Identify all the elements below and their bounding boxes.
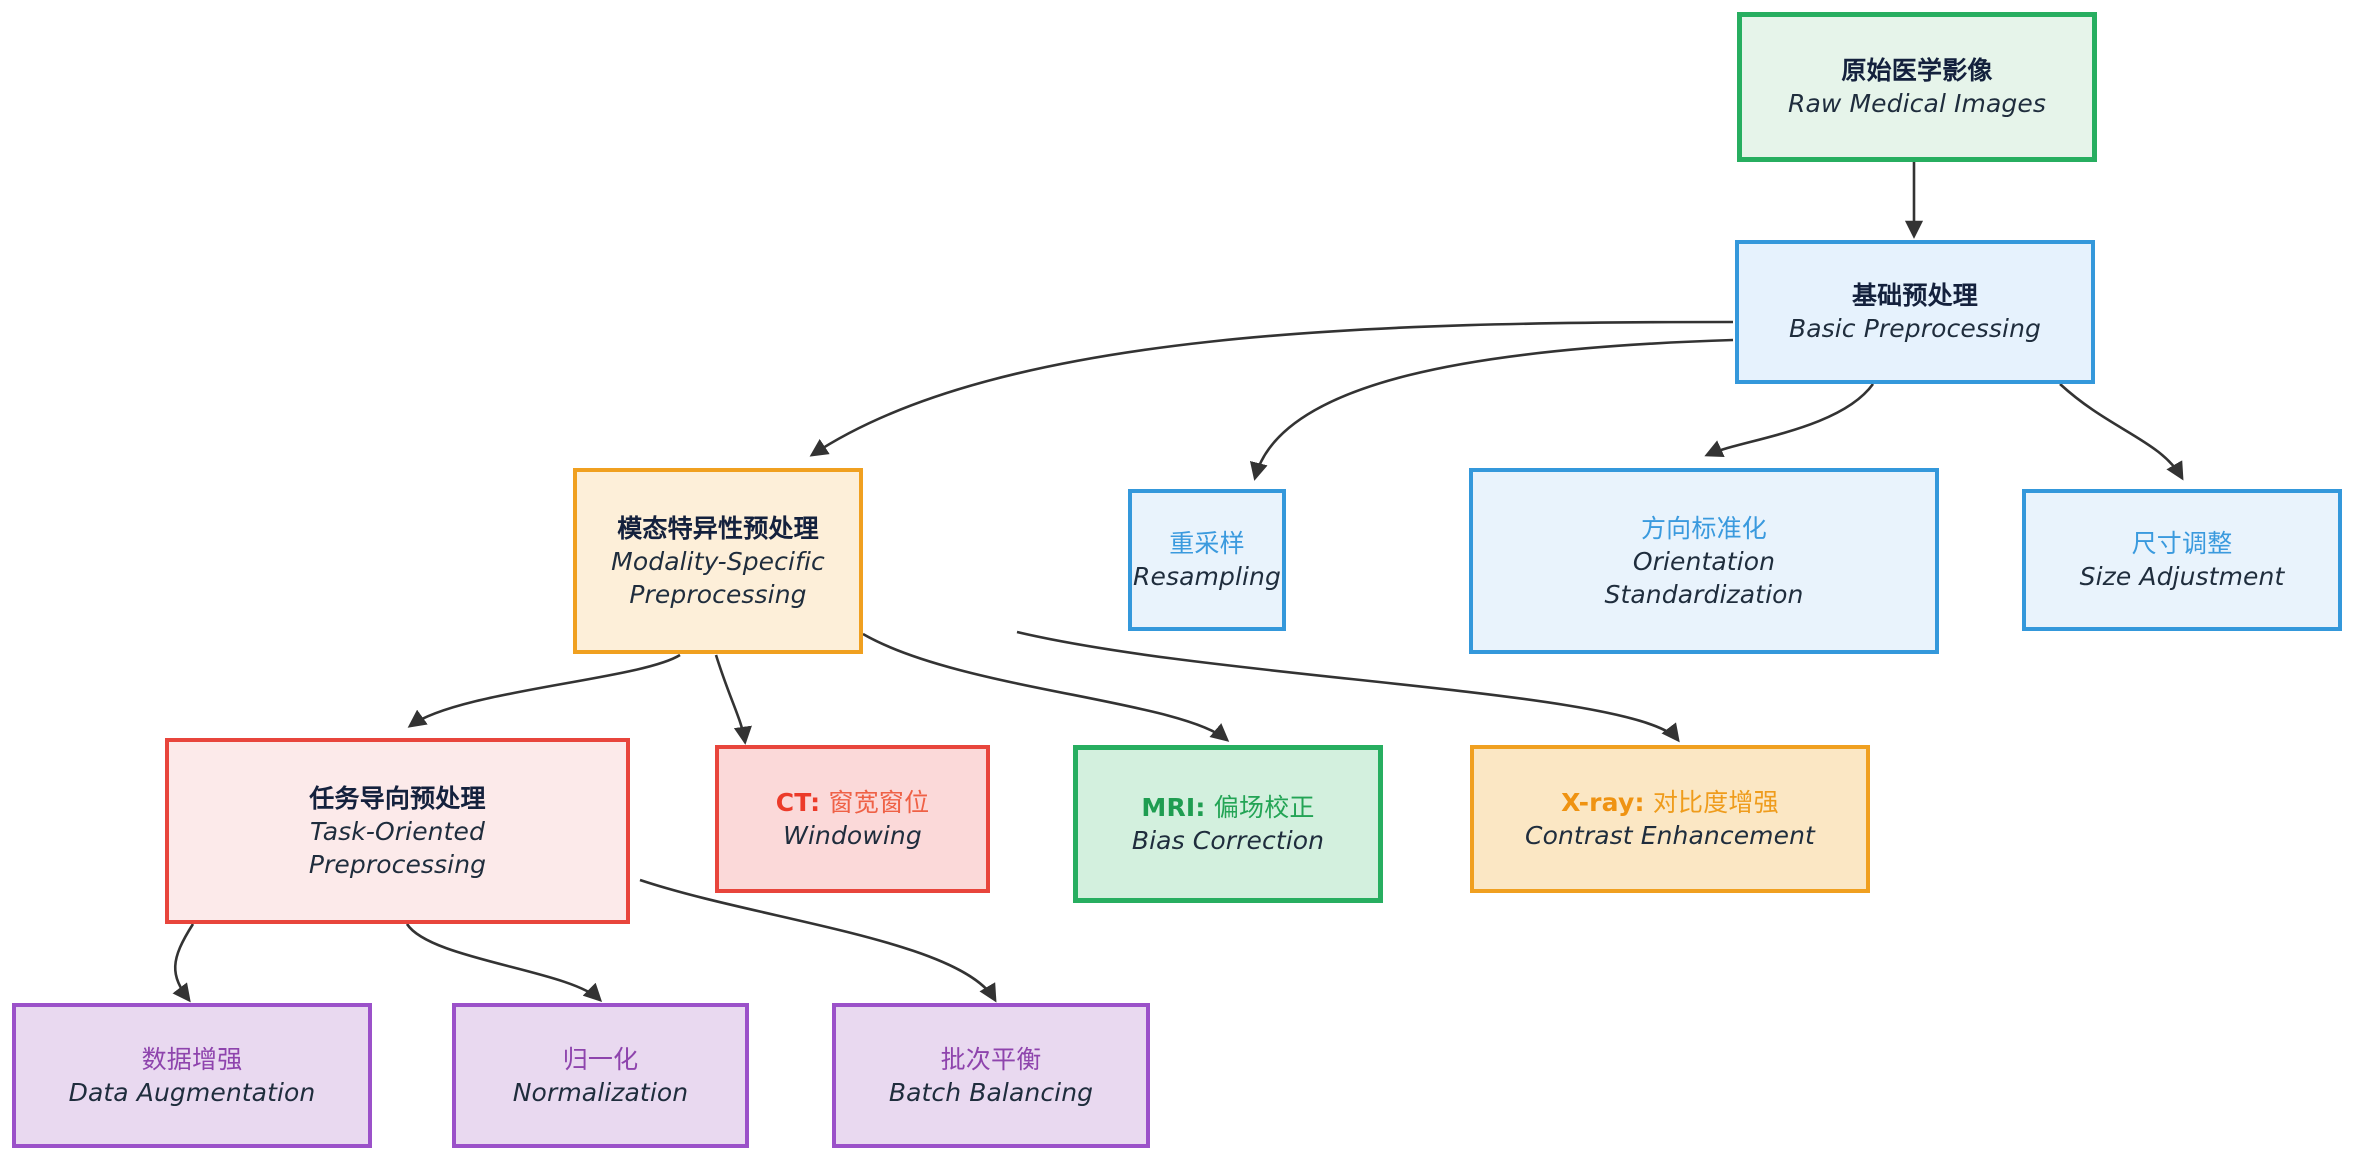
node-xray-contrast-enhancement-cn-text: 对比度增强: [1644, 788, 1779, 817]
node-xray-contrast-enhancement-tag: X-ray:: [1561, 788, 1645, 817]
node-ct-windowing-tag: CT:: [775, 788, 821, 817]
node-basic-preprocessing[interactable]: 基础预处理 Basic Preprocessing: [1735, 240, 2095, 384]
edge-basic-to-orientation: [1704, 383, 1875, 457]
node-raw-medical-images-cn: 原始医学影像: [1841, 56, 1993, 85]
node-xray-contrast-enhancement[interactable]: X-ray: 对比度增强 Contrast Enhancement: [1470, 745, 1870, 893]
node-batch-balancing-en: Batch Balancing: [888, 1077, 1094, 1107]
edge-modality-to-ct: [714, 654, 752, 745]
edge-task-to-batch: [639, 878, 997, 1003]
node-orientation-standardization-cn: 方向标准化: [1640, 513, 1767, 543]
node-resampling-cn: 重采样: [1169, 529, 1245, 558]
node-ct-windowing-cn-text: 窗宽窗位: [820, 788, 930, 817]
node-basic-preprocessing-cn: 基础预处理: [1851, 281, 1978, 310]
node-mri-bias-correction-cn-text: 偏场校正: [1205, 793, 1315, 822]
node-batch-balancing-cn: 批次平衡: [940, 1044, 1042, 1074]
node-raw-medical-images[interactable]: 原始医学影像 Raw Medical Images: [1737, 12, 2097, 162]
node-size-adjustment-cn: 尺寸调整: [2131, 529, 2233, 558]
node-normalization-cn: 归一化: [562, 1044, 639, 1074]
node-data-augmentation[interactable]: 数据增强 Data Augmentation: [12, 1003, 372, 1148]
node-ct-windowing-en: Windowing: [783, 821, 922, 850]
node-xray-contrast-enhancement-cn: X-ray: 对比度增强: [1561, 786, 1779, 819]
node-task-oriented-preprocessing-cn: 任务导向预处理: [309, 783, 486, 813]
edge-modality-to-mri: [862, 632, 1230, 742]
node-mri-bias-correction-en: Bias Correction: [1131, 826, 1325, 855]
edge-task-to-augmentation: [172, 923, 195, 1003]
node-normalization-en: Normalization: [512, 1077, 689, 1107]
node-size-adjustment[interactable]: 尺寸调整 Size Adjustment: [2022, 489, 2342, 631]
node-ct-windowing-cn: CT: 窗宽窗位: [776, 786, 930, 819]
node-batch-balancing[interactable]: 批次平衡 Batch Balancing: [832, 1003, 1150, 1148]
node-mri-bias-correction-tag: MRI:: [1141, 793, 1206, 822]
edge-task-to-normalization: [405, 923, 603, 1003]
node-size-adjustment-en: Size Adjustment: [2079, 562, 2285, 591]
edge-modality-to-task: [407, 653, 681, 728]
node-mri-bias-correction[interactable]: MRI: 偏场校正 Bias Correction: [1073, 745, 1383, 903]
node-normalization[interactable]: 归一化 Normalization: [452, 1003, 749, 1148]
node-task-oriented-preprocessing[interactable]: 任务导向预处理 Task-Oriented Preprocessing: [165, 738, 630, 924]
edge-basic-to-resampling: [1249, 338, 1734, 481]
node-data-augmentation-cn: 数据增强: [141, 1044, 243, 1074]
node-xray-contrast-enhancement-en: Contrast Enhancement: [1525, 821, 1815, 850]
edge-basic-to-modality: [809, 320, 1734, 457]
edge-basic-to-size: [2059, 383, 2184, 481]
node-modality-specific-preprocessing[interactable]: 模态特异性预处理 Modality-Specific Preprocessing: [573, 468, 863, 654]
node-raw-medical-images-en: Raw Medical Images: [1788, 89, 2046, 118]
node-data-augmentation-en: Data Augmentation: [68, 1077, 316, 1107]
node-modality-specific-preprocessing-en: Modality-Specific Preprocessing: [611, 546, 825, 609]
node-resampling-en: Resampling: [1133, 562, 1281, 591]
node-orientation-standardization[interactable]: 方向标准化 Orientation Standardization: [1469, 468, 1939, 654]
node-resampling[interactable]: 重采样 Resampling: [1128, 489, 1286, 631]
node-mri-bias-correction-cn: MRI: 偏场校正: [1141, 791, 1314, 824]
node-ct-windowing[interactable]: CT: 窗宽窗位 Windowing: [715, 745, 990, 893]
node-basic-preprocessing-en: Basic Preprocessing: [1788, 314, 2042, 343]
node-orientation-standardization-en: Orientation Standardization: [1604, 546, 1804, 609]
node-task-oriented-preprocessing-en: Task-Oriented Preprocessing: [308, 816, 487, 879]
node-modality-specific-preprocessing-cn: 模态特异性预处理: [617, 513, 819, 543]
